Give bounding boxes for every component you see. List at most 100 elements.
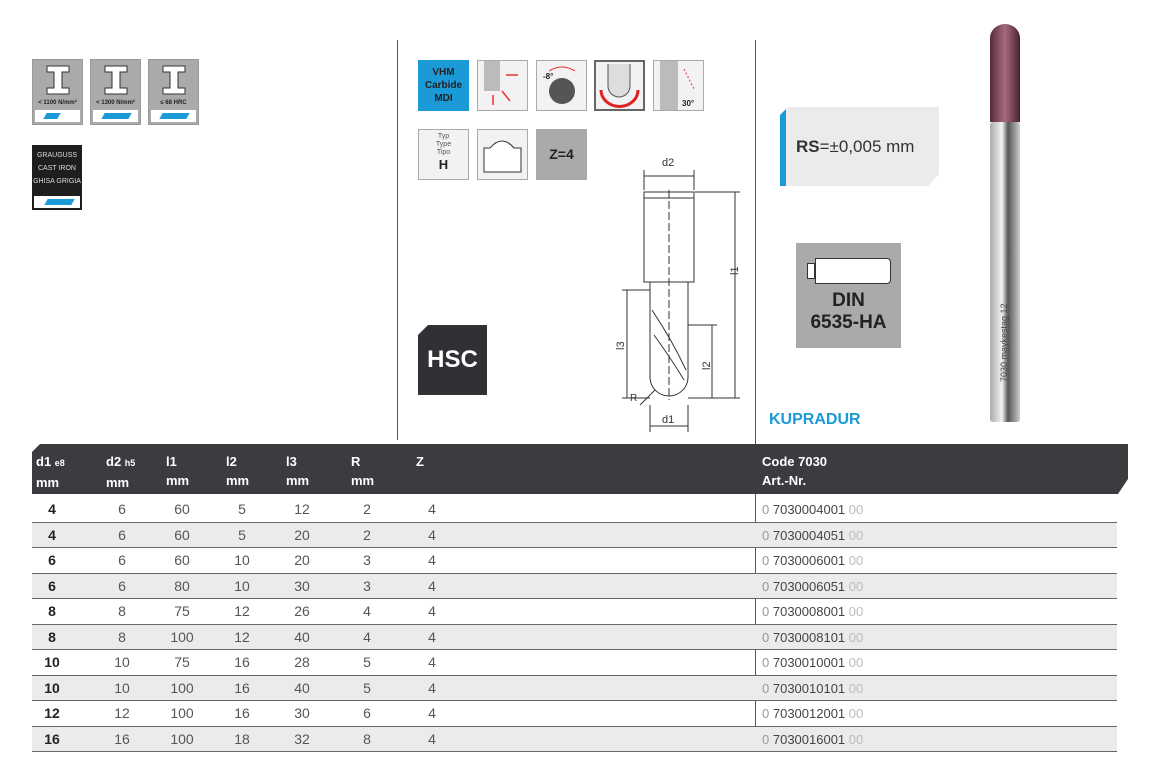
table-cell: 8 (118, 628, 126, 645)
material-badge: < 1100 N/mm² (32, 59, 83, 125)
table-cell: 12 (44, 705, 60, 721)
table-cell: 100 (170, 730, 194, 747)
table-cell: 6 (363, 705, 371, 721)
table-cell: 8 (363, 730, 371, 747)
table-cell: 60 (174, 526, 190, 543)
rake-angle-icon: -8° (536, 60, 587, 111)
table-cell: 16 (44, 730, 60, 747)
svg-text:l1: l1 (729, 266, 741, 275)
table-cell: 60 (174, 552, 190, 568)
article-number: 0 7030016001 00 (762, 731, 864, 747)
table-cell: 3 (363, 552, 371, 568)
table-cell: 8 (48, 603, 56, 619)
table-cell: 12 (114, 705, 130, 721)
divider (397, 40, 398, 440)
table-cell: 10 (114, 654, 130, 670)
article-number: 0 7030006001 00 (762, 553, 864, 568)
table-cell: 100 (170, 628, 194, 645)
article-number: 0 7030004001 00 (762, 502, 864, 517)
table-cell: 6 (48, 577, 56, 594)
table-cell: 32 (294, 730, 310, 747)
svg-text:d1: d1 (662, 414, 674, 426)
table-cell: 30 (294, 577, 310, 594)
table-cell: 10 (114, 679, 130, 696)
table-cell: 8 (48, 628, 56, 645)
table-cell: 3 (363, 577, 371, 594)
steel-beam-icon (46, 65, 70, 95)
hsc-badge: HSC (418, 325, 487, 395)
table-cell: 12 (294, 501, 310, 517)
table-cell: 5 (238, 526, 246, 543)
profile-milling-icon (477, 129, 528, 180)
svg-text:R: R (630, 393, 637, 404)
article-number: 0 7030010001 00 (762, 655, 864, 670)
table-cell: 4 (428, 730, 436, 747)
table-cell: 4 (363, 603, 371, 619)
table-cell: 10 (234, 552, 250, 568)
table-cell: 16 (234, 705, 250, 721)
table-cell: 4 (428, 654, 436, 670)
article-number: 0 7030012001 00 (762, 706, 864, 721)
table-cell: 10 (44, 679, 60, 696)
table-row: 6 6 60 10 20 3 4 0 7030006001 00 (32, 548, 1117, 574)
table-cell: 26 (294, 603, 310, 619)
brand-logo: KUPRADUR (769, 411, 861, 428)
article-number: 0 7030008101 00 (762, 629, 864, 645)
table-cell: 8 (118, 603, 126, 619)
svg-text:30°: 30° (682, 99, 694, 108)
table-cell: 75 (174, 603, 190, 619)
table-cell: 2 (363, 526, 371, 543)
article-number: 0 7030006051 00 (762, 578, 864, 594)
table-cell: 16 (234, 679, 250, 696)
table-cell: 12 (234, 628, 250, 645)
table-cell: 6 (48, 552, 56, 568)
table-cell: 4 (428, 526, 436, 543)
table-cell: 10 (44, 654, 60, 670)
table-cell: 20 (294, 552, 310, 568)
material-badge: < 1300 N/mm² (90, 59, 141, 125)
ball-nose-icon (594, 60, 645, 111)
table-cell: 18 (234, 730, 250, 747)
technical-drawing: d2 l1 l3 l2 R d1 (615, 157, 741, 432)
table-cell: 6 (118, 577, 126, 594)
table-cell: 75 (174, 654, 190, 670)
table-cell: 6 (118, 501, 126, 517)
table-cell: 60 (174, 501, 190, 517)
table-cell: 40 (294, 679, 310, 696)
table-cell: 4 (428, 552, 436, 568)
table-cell: 100 (170, 705, 194, 721)
table-cell: 28 (294, 654, 310, 670)
table-row: 8 8 75 12 26 4 4 0 7030008001 00 (32, 599, 1117, 625)
table-cell: 4 (428, 603, 436, 619)
helix-angle-icon: 30° (653, 60, 704, 111)
table-cell: 12 (234, 603, 250, 619)
table-cell: 6 (118, 552, 126, 568)
runout-tolerance-box: RS=±0,005 mm (780, 107, 939, 186)
table-cell: 16 (114, 730, 130, 747)
table-cell: 5 (238, 501, 246, 517)
article-number: 0 7030008001 00 (762, 604, 864, 619)
table-cell: 4 (48, 501, 56, 517)
svg-text:l2: l2 (701, 361, 713, 370)
table-cell: 4 (363, 628, 371, 645)
material-badge: ≤ 68 HRC (148, 59, 199, 125)
svg-text:d2: d2 (662, 157, 674, 169)
table-cell: 4 (428, 501, 436, 517)
table-cell: 4 (428, 679, 436, 696)
column-header: Z (416, 454, 424, 469)
steel-beam-icon (104, 65, 128, 95)
